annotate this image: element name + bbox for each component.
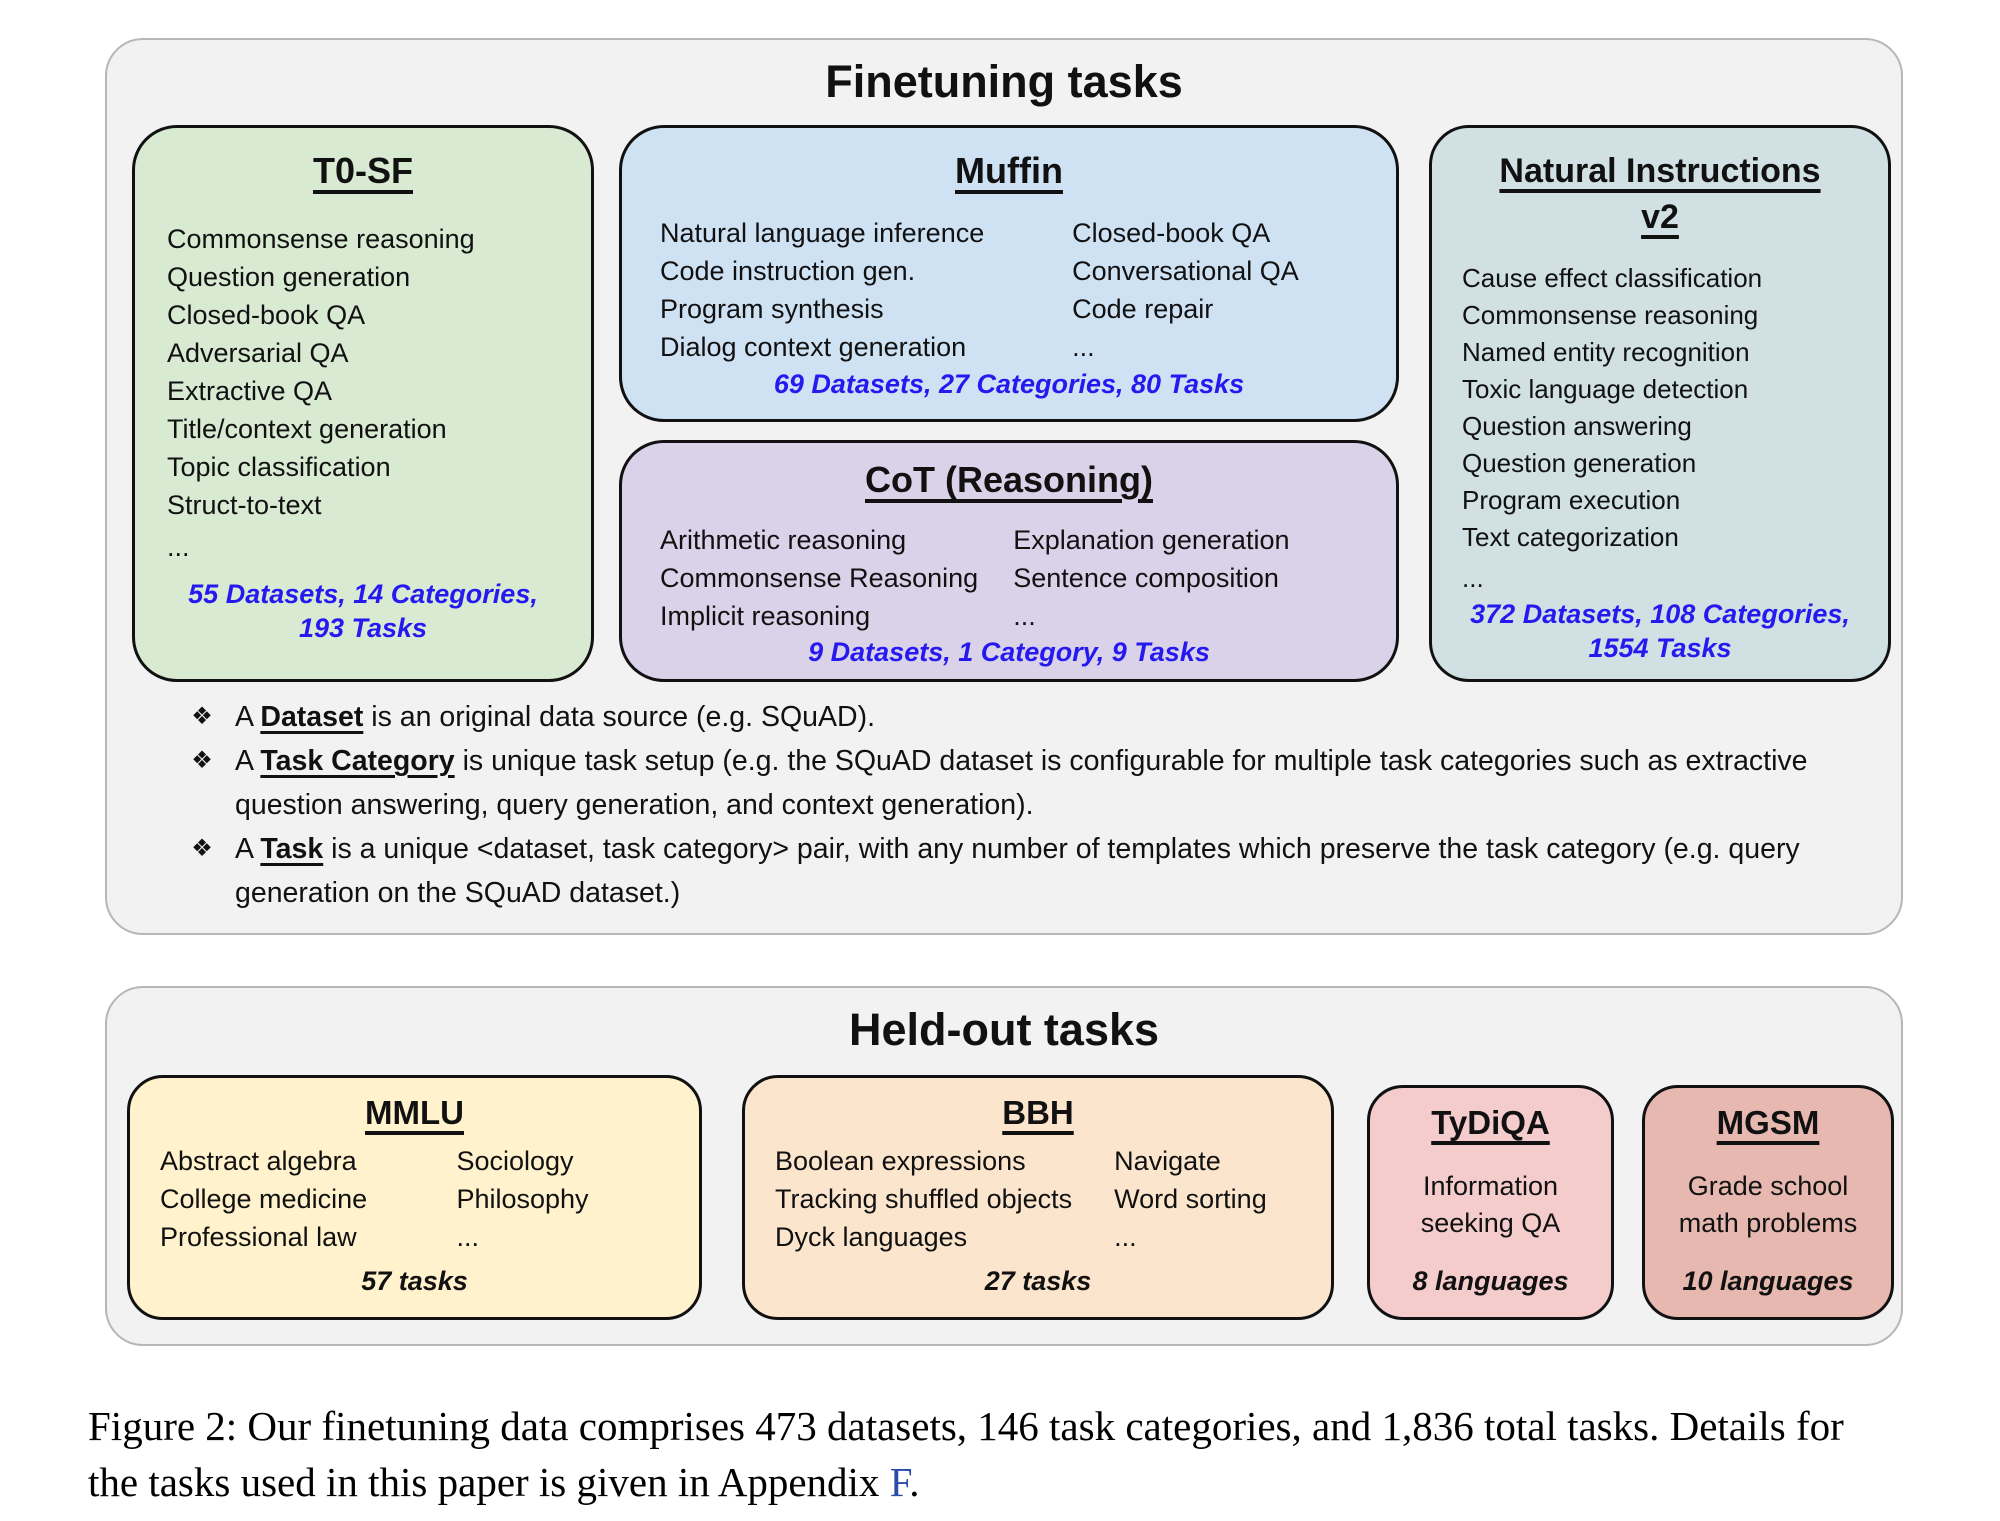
- mgsm-title: MGSM: [1716, 1104, 1820, 1141]
- note-task-category: ❖ A Task Category is unique task setup (…: [169, 739, 1859, 827]
- note-task: ❖ A Task is a unique <dataset, task cate…: [169, 827, 1859, 915]
- note-text: A Task is a unique <dataset, task catego…: [235, 833, 1800, 909]
- diamond-bullet-icon: ❖: [191, 703, 213, 730]
- task-item: Abstract algebra: [160, 1146, 357, 1176]
- task-item: Closed-book QA: [1072, 218, 1271, 248]
- mmlu-stats: 57 tasks: [361, 1266, 468, 1296]
- task-item-ellipsis: ...: [1013, 601, 1036, 631]
- task-item: Philosophy: [456, 1184, 589, 1214]
- task-item: Arithmetic reasoning: [660, 525, 907, 555]
- tydiqa-description: Information seeking QA: [1420, 1171, 1561, 1238]
- caption-period: .: [909, 1459, 920, 1505]
- cot-task-list: Arithmetic reasoning Commonsense Reasoni…: [660, 521, 1396, 635]
- task-item: Tracking shuffled objects: [775, 1184, 1073, 1214]
- mmlu-card: MMLU Abstract algebra College medicine P…: [127, 1075, 702, 1320]
- task-item: Conversational QA: [1072, 256, 1299, 286]
- muffin-title: Muffin: [955, 150, 1063, 191]
- niv2-title: Natural Instructions v2: [1499, 152, 1821, 236]
- bbh-stats: 27 tasks: [984, 1266, 1092, 1296]
- bbh-title: BBH: [1002, 1094, 1074, 1131]
- bbh-task-list: Boolean expressions Tracking shuffled ob…: [775, 1142, 1331, 1266]
- finetuning-section-title: Finetuning tasks: [825, 56, 1183, 107]
- task-item: Code instruction gen.: [660, 256, 916, 286]
- task-item: Dialog context generation: [660, 332, 967, 362]
- task-item: College medicine: [160, 1184, 368, 1214]
- t0sf-title: T0-SF: [312, 150, 413, 191]
- note-text: A Task Category is unique task setup (e.…: [235, 745, 1808, 821]
- term-task: Task: [260, 833, 324, 865]
- appendix-f-link[interactable]: F: [889, 1459, 910, 1505]
- diamond-bullet-icon: ❖: [191, 747, 213, 774]
- task-item: Navigate: [1114, 1146, 1221, 1176]
- bbh-card: BBH Boolean expressions Tracking shuffle…: [742, 1075, 1334, 1320]
- mmlu-title: MMLU: [365, 1094, 464, 1131]
- task-item: Extractive QA: [167, 376, 333, 406]
- task-item: Question generation: [1462, 448, 1697, 478]
- task-item: Sociology: [456, 1146, 574, 1176]
- task-item: Dyck languages: [775, 1222, 968, 1252]
- muffin-stats: 69 Datasets, 27 Categories, 80 Tasks: [773, 369, 1245, 399]
- task-item: Natural language inference: [660, 218, 985, 248]
- task-item: Closed-book QA: [167, 300, 366, 330]
- mgsm-description: Grade school math problems: [1678, 1171, 1858, 1238]
- task-item-ellipsis: ...: [1072, 332, 1095, 362]
- natural-instructions-v2-card: Natural Instructions v2 Cause effect cla…: [1429, 125, 1891, 682]
- task-item: Cause effect classification: [1462, 263, 1763, 293]
- heldout-tasks-section: Held-out tasks MMLU Abstract algebra Col…: [105, 986, 1903, 1346]
- muffin-card: Muffin Natural language inference Code i…: [619, 125, 1399, 422]
- task-item: Program execution: [1462, 485, 1681, 515]
- note-dataset: ❖ A Dataset is an original data source (…: [169, 695, 1859, 739]
- task-item: Professional law: [160, 1222, 357, 1252]
- task-item-ellipsis: ...: [1462, 563, 1484, 593]
- niv2-stats: 372 Datasets, 108 Categories, 1554 Tasks: [1470, 599, 1850, 663]
- term-dataset: Dataset: [260, 701, 364, 733]
- mgsm-card: MGSM Grade school math problems 10 langu…: [1642, 1085, 1894, 1320]
- heldout-section-title: Held-out tasks: [848, 1004, 1160, 1055]
- task-item: Struct-to-text: [167, 490, 322, 520]
- muffin-task-list: Natural language inference Code instruct…: [660, 214, 1396, 367]
- task-item: Adversarial QA: [167, 338, 349, 368]
- cot-stats: 9 Datasets, 1 Category, 9 Tasks: [808, 637, 1210, 667]
- task-item: Commonsense reasoning: [1462, 300, 1759, 330]
- task-item: Commonsense Reasoning: [660, 563, 979, 593]
- t0sf-stats: 55 Datasets, 14 Categories, 193 Tasks: [188, 579, 538, 643]
- task-item: Question generation: [167, 262, 411, 292]
- task-item: Named entity recognition: [1462, 337, 1750, 367]
- task-item: Code repair: [1072, 294, 1214, 324]
- task-item-ellipsis: ...: [456, 1222, 479, 1252]
- tydiqa-stats: 8 languages: [1412, 1266, 1569, 1296]
- task-item: Toxic language detection: [1462, 374, 1749, 404]
- caption-line-1: Figure 2: Our finetuning data comprises …: [88, 1403, 1844, 1449]
- task-item-ellipsis: ...: [1114, 1222, 1137, 1252]
- diamond-bullet-icon: ❖: [191, 835, 213, 862]
- task-item: Word sorting: [1114, 1184, 1267, 1214]
- task-item: Topic classification: [167, 452, 391, 482]
- task-item: Implicit reasoning: [660, 601, 871, 631]
- t0sf-task-list: Commonsense reasoning Question generatio…: [167, 220, 591, 577]
- tydiqa-card: TyDiQA Information seeking QA 8 language…: [1367, 1085, 1614, 1320]
- term-task-category: Task Category: [260, 745, 455, 777]
- caption-line-2: the tasks used in this paper is given in…: [88, 1459, 890, 1505]
- task-item: Text categorization: [1462, 522, 1679, 552]
- t0sf-card: T0-SF Commonsense reasoning Question gen…: [132, 125, 594, 682]
- task-item-ellipsis: ...: [167, 532, 190, 562]
- task-item: Program synthesis: [660, 294, 884, 324]
- task-item: Explanation generation: [1013, 525, 1290, 555]
- finetuning-tasks-section: Finetuning tasks T0-SF Commonsense reaso…: [105, 38, 1903, 935]
- figure-caption: Figure 2: Our finetuning data comprises …: [88, 1398, 1948, 1510]
- definition-notes: ❖ A Dataset is an original data source (…: [169, 695, 1859, 915]
- task-item: Commonsense reasoning: [167, 224, 475, 254]
- task-item: Question answering: [1462, 411, 1692, 441]
- tydiqa-title: TyDiQA: [1431, 1104, 1550, 1141]
- mmlu-task-list: Abstract algebra College medicine Profes…: [160, 1142, 699, 1266]
- niv2-task-list: Cause effect classification Commonsense …: [1462, 260, 1888, 597]
- cot-title: CoT (Reasoning): [865, 459, 1153, 500]
- task-item: Boolean expressions: [775, 1146, 1026, 1176]
- task-item: Sentence composition: [1013, 563, 1279, 593]
- task-item: Title/context generation: [167, 414, 447, 444]
- cot-card: CoT (Reasoning) Arithmetic reasoning Com…: [619, 440, 1399, 682]
- mgsm-stats: 10 languages: [1682, 1266, 1854, 1296]
- note-text: A Dataset is an original data source (e.…: [235, 701, 875, 733]
